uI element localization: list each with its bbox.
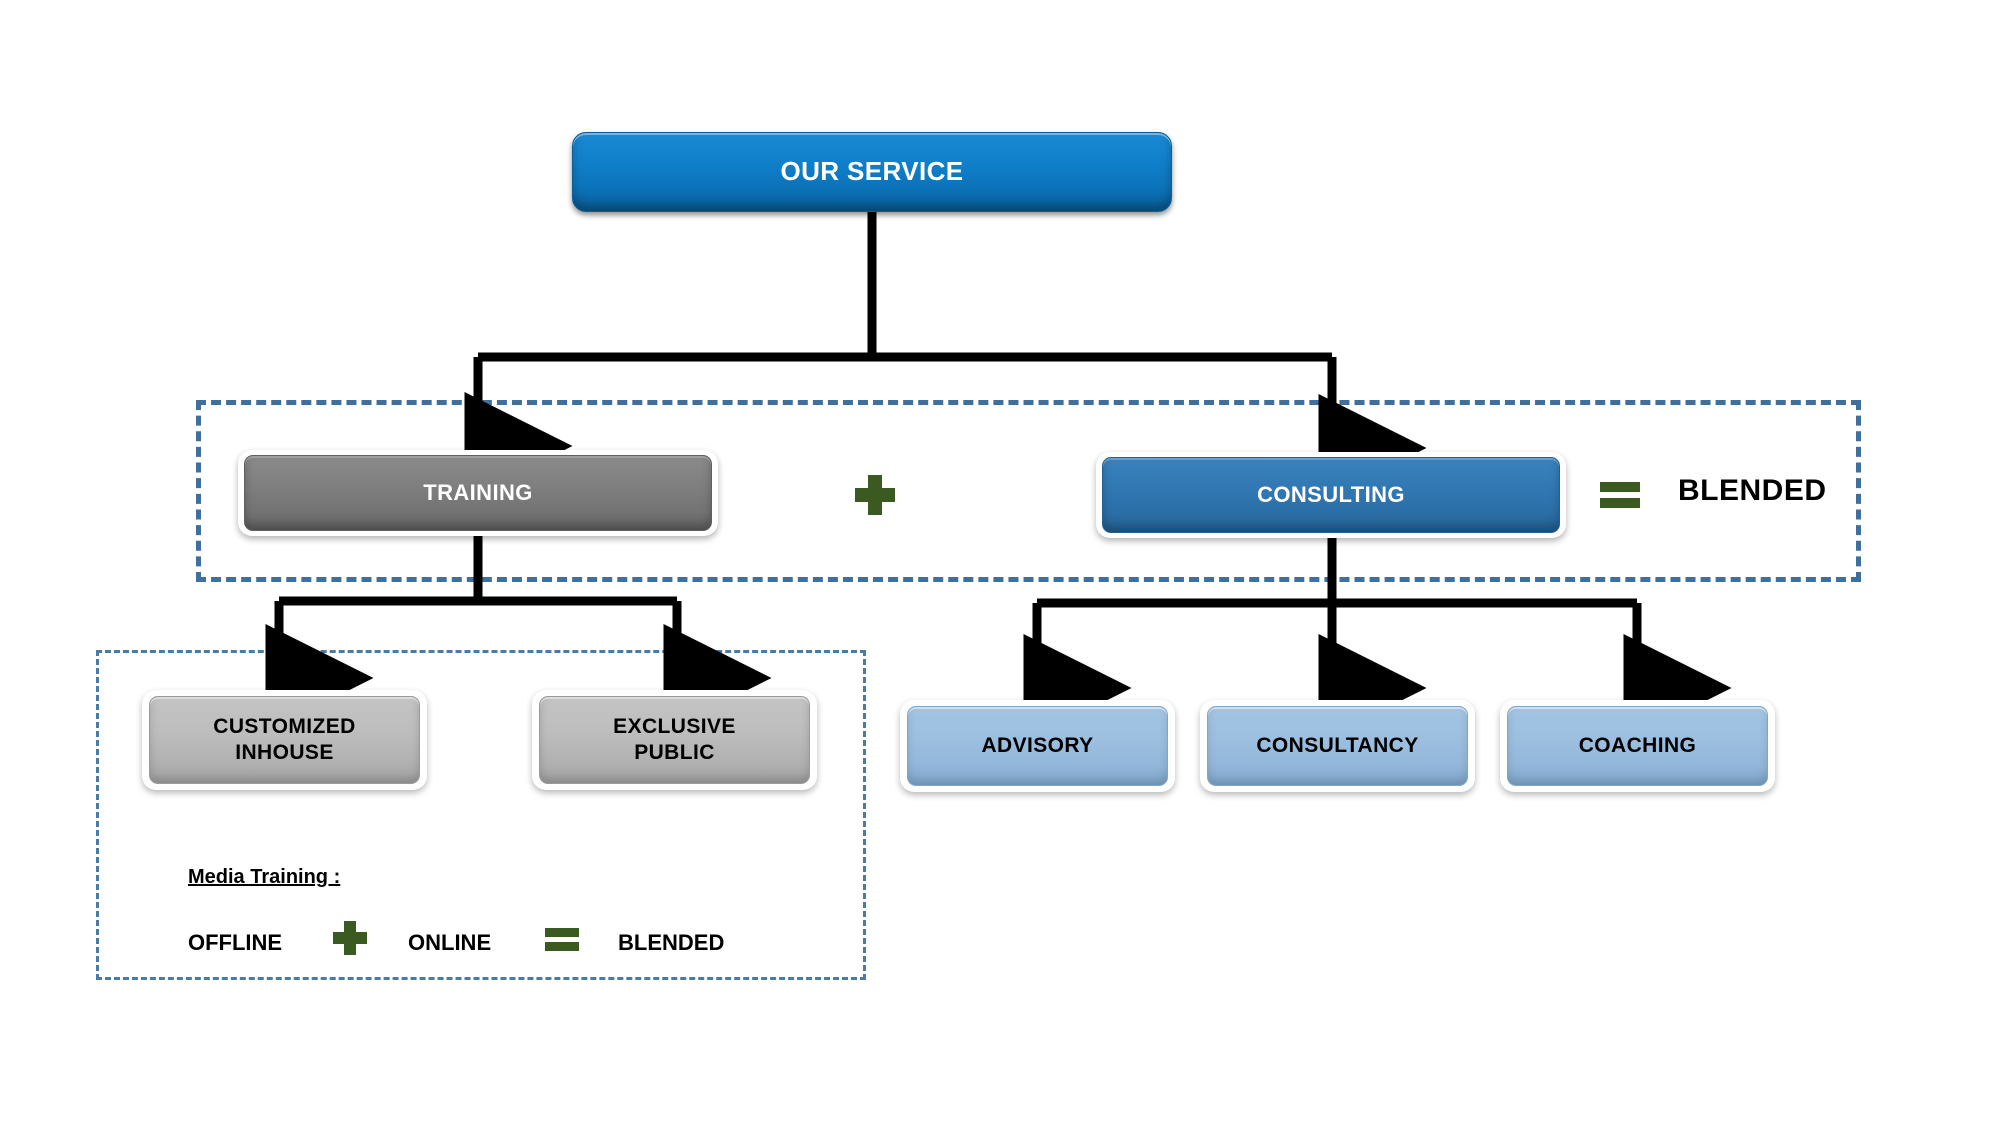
- media-training-group: [96, 650, 866, 980]
- node-consulting-face: CONSULTING: [1102, 457, 1560, 533]
- node-customized-inhouse-label: CUSTOMIZED INHOUSE: [213, 715, 356, 764]
- media-blended-label: BLENDED: [618, 930, 725, 955]
- plus-icon: [855, 475, 895, 515]
- media-training-heading: Media Training :: [188, 866, 341, 888]
- node-coaching[interactable]: COACHING: [1500, 700, 1775, 792]
- node-consultancy-face: CONSULTANCY: [1207, 706, 1468, 786]
- plus-icon-vertical-bar: [868, 475, 882, 515]
- node-training-label: TRAINING: [423, 479, 533, 505]
- node-consulting[interactable]: CONSULTING: [1096, 452, 1566, 538]
- node-consultancy[interactable]: CONSULTANCY: [1200, 700, 1475, 792]
- node-exclusive-public-face: EXCLUSIVE PUBLIC: [539, 696, 810, 784]
- node-customized-inhouse[interactable]: CUSTOMIZED INHOUSE: [142, 690, 427, 790]
- node-consultancy-label: CONSULTANCY: [1256, 734, 1419, 758]
- node-coaching-face: COACHING: [1507, 706, 1768, 786]
- blended-result-label: BLENDED: [1678, 474, 1827, 507]
- node-training[interactable]: TRAINING: [238, 450, 718, 536]
- node-training-face: TRAINING: [244, 455, 712, 531]
- node-coaching-label: COACHING: [1578, 734, 1697, 758]
- equals-icon-media-bottom-bar: [545, 942, 579, 951]
- equals-icon-bottom-bar: [1600, 498, 1640, 508]
- equals-icon-media: [545, 927, 579, 953]
- node-our-service[interactable]: OUR SERVICE: [572, 132, 1172, 212]
- node-our-service-label: OUR SERVICE: [780, 156, 964, 187]
- plus-icon-media: [333, 921, 367, 955]
- node-advisory-face: ADVISORY: [907, 706, 1168, 786]
- node-advisory-label: ADVISORY: [981, 734, 1094, 758]
- plus-icon-media-vertical-bar: [344, 921, 356, 955]
- blended-service-group: [196, 400, 1861, 582]
- equals-icon: [1600, 480, 1640, 510]
- media-online-label: ONLINE: [408, 930, 492, 955]
- node-exclusive-public-label: EXCLUSIVE PUBLIC: [613, 715, 736, 764]
- node-advisory[interactable]: ADVISORY: [900, 700, 1175, 792]
- node-exclusive-public[interactable]: EXCLUSIVE PUBLIC: [532, 690, 817, 790]
- media-offline-label: OFFLINE: [188, 930, 283, 955]
- equals-icon-top-bar: [1600, 482, 1640, 492]
- equals-icon-media-top-bar: [545, 928, 579, 937]
- node-customized-inhouse-face: CUSTOMIZED INHOUSE: [149, 696, 420, 784]
- node-consulting-label: CONSULTING: [1257, 481, 1405, 507]
